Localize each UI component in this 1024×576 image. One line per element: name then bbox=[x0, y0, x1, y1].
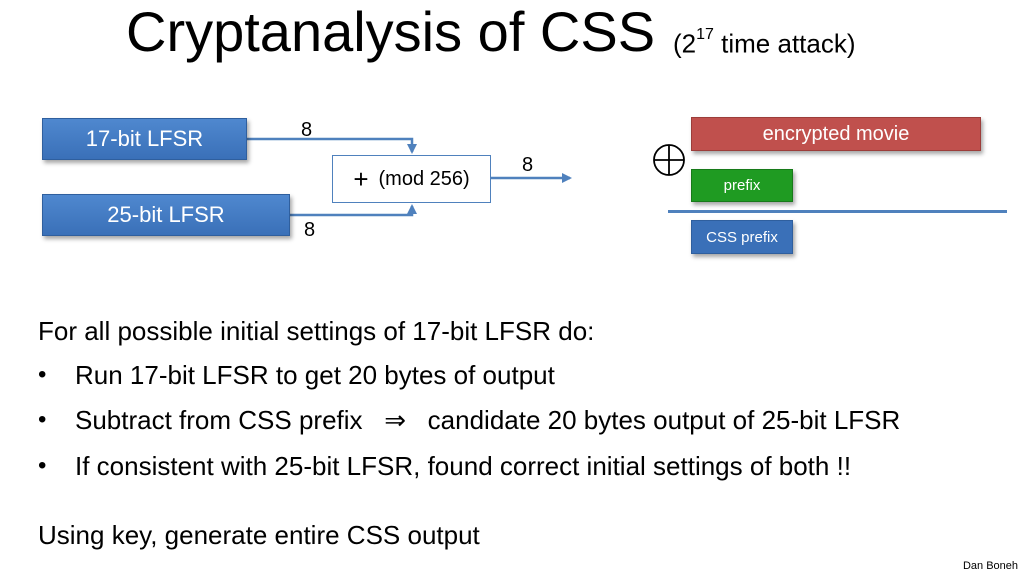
bit-width-top: 8 bbox=[301, 119, 313, 141]
lfsr-25-box: 25-bit LFSR bbox=[42, 194, 290, 236]
arrow-lfsr25-to-adder bbox=[290, 204, 417, 217]
author-credit: Dan Boneh bbox=[962, 560, 1018, 572]
xor-icon bbox=[653, 144, 685, 176]
bullet-item: Subtract from CSS prefix ⇒ candidate 20 … bbox=[75, 405, 901, 435]
bullet-marker: • bbox=[38, 452, 47, 479]
subtitle-suffix: time attack) bbox=[713, 28, 856, 59]
title-subtitle: (217 time attack) bbox=[673, 22, 856, 61]
bullet-marker: • bbox=[38, 406, 47, 433]
adder-label: (mod 256) bbox=[378, 167, 470, 190]
prefix-box: prefix bbox=[691, 169, 793, 202]
adder-mod-256: + (mod 256) bbox=[332, 155, 491, 203]
intro-text: For all possible initial settings of 17-… bbox=[38, 316, 595, 346]
bullet-marker: • bbox=[38, 361, 47, 388]
title-main: Cryptanalysis of CSS bbox=[126, 0, 656, 63]
conclusion-text: Using key, generate entire CSS output bbox=[38, 520, 480, 550]
bullet-item: If consistent with 25-bit LFSR, found co… bbox=[75, 451, 852, 481]
xor-result-line bbox=[668, 210, 1007, 213]
lfsr-17-box: 17-bit LFSR bbox=[42, 118, 247, 160]
bit-width-output: 8 bbox=[522, 154, 534, 176]
slide-title: Cryptanalysis of CSS (217 time attack) bbox=[0, 0, 1024, 70]
bit-width-bottom: 8 bbox=[304, 219, 316, 241]
subtitle-exponent: 17 bbox=[696, 26, 714, 43]
subtitle-prefix: (2 bbox=[673, 28, 697, 59]
encrypted-movie-box: encrypted movie bbox=[691, 117, 981, 151]
bullet-item: Run 17-bit LFSR to get 20 bytes of outpu… bbox=[75, 360, 555, 390]
plus-symbol: + bbox=[353, 163, 369, 194]
css-prefix-box: CSS prefix bbox=[691, 220, 793, 254]
arrow-lfsr17-to-adder bbox=[247, 137, 417, 154]
